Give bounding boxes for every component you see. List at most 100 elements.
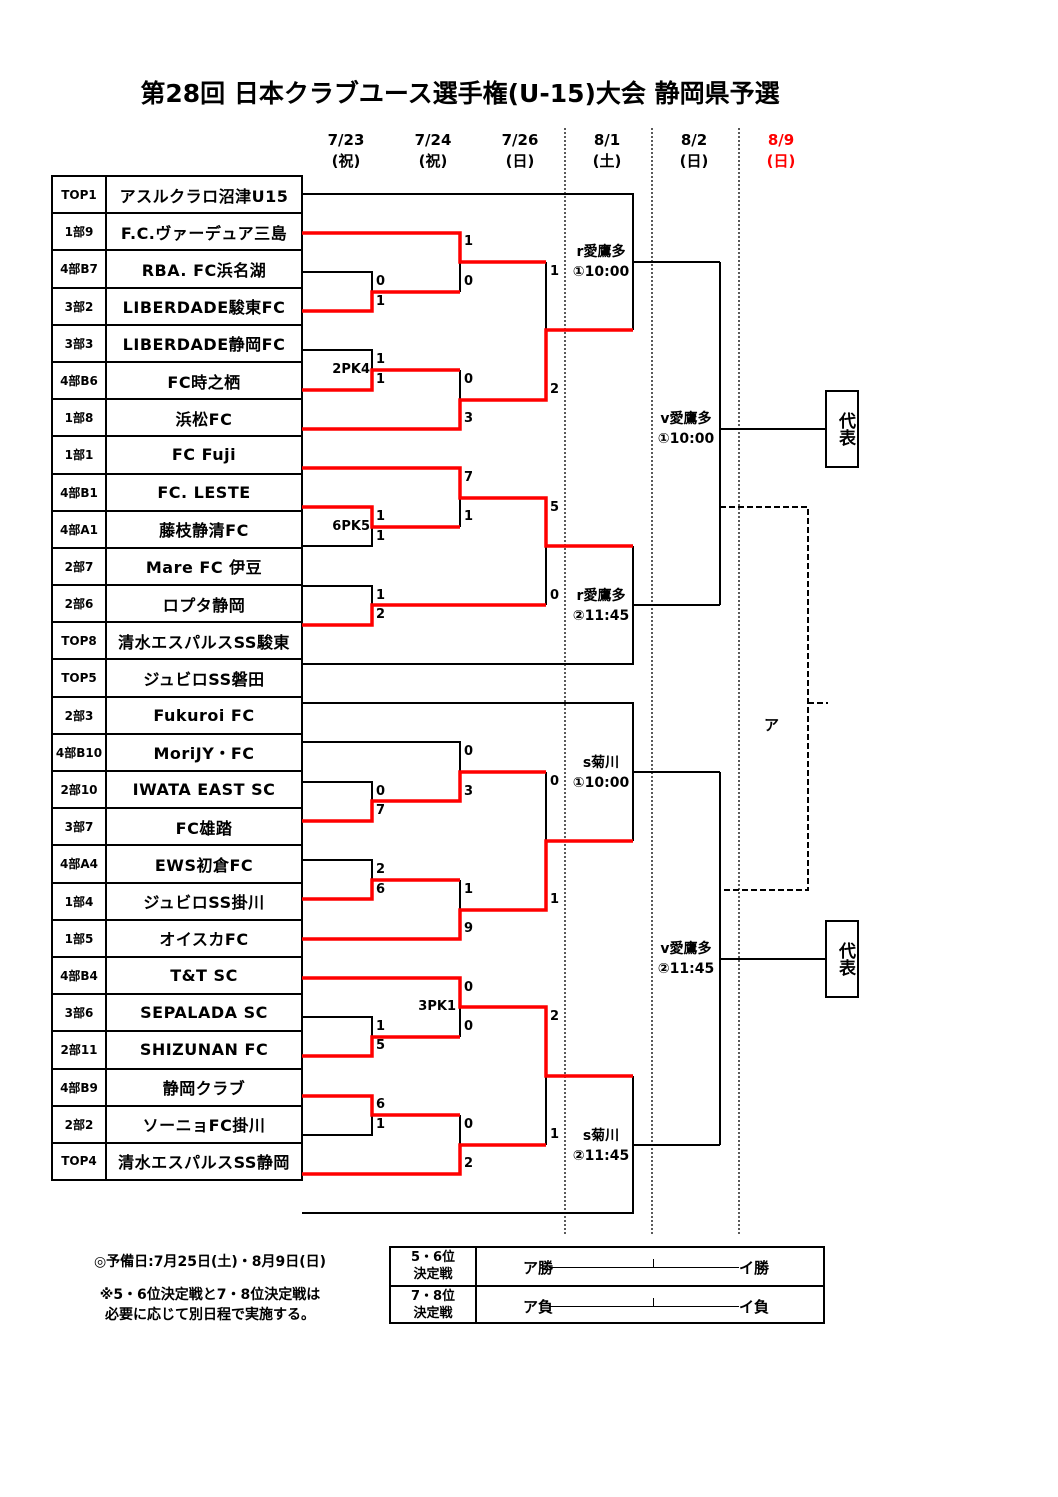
team-seed: 4部B6 — [51, 360, 107, 401]
kickoff-time: ①10:00 — [657, 431, 715, 447]
team-name: ロプタ静岡 — [105, 584, 303, 624]
match-score: 2 — [376, 862, 386, 877]
match-score: 6 — [376, 882, 386, 897]
date: 8/1 — [593, 131, 621, 149]
day: (日) — [679, 152, 709, 170]
pk-score: 2PK4 — [332, 362, 370, 377]
match-score: 0 — [464, 1019, 474, 1034]
page-title: 第28回 日本クラブユース選手権(U-15)大会 静岡県予選 — [140, 79, 780, 108]
team-seed: 2部3 — [51, 695, 107, 735]
team-seed: 4部B10 — [51, 732, 107, 773]
date: 7/23 — [327, 131, 365, 149]
kickoff-time: ①10:00 — [572, 775, 630, 791]
team-seed: TOP8 — [51, 621, 107, 661]
match-score: 0 — [376, 784, 386, 799]
team-seed: TOP4 — [51, 1141, 107, 1182]
team-name: ジュビロSS掛川 — [105, 881, 303, 921]
match-score: 3 — [464, 784, 474, 799]
match-score: 1 — [376, 352, 386, 367]
match-score: 2 — [550, 1009, 560, 1024]
match-score: 3 — [464, 411, 474, 426]
team-seed: 4部B9 — [51, 1067, 107, 1107]
team-name: T&T SC — [105, 955, 303, 996]
venue-name: s菊川 — [582, 1128, 620, 1144]
label-line: 5・6位 — [410, 1250, 456, 1265]
team-name: LIBERDADE静岡FC — [105, 323, 303, 363]
representative-label: 代表 — [835, 942, 855, 976]
day: (日) — [766, 152, 796, 170]
playoff-label: 5・6位決定戦 — [391, 1248, 477, 1285]
match-score: 1 — [376, 1019, 386, 1034]
match-score: 1 — [376, 588, 386, 603]
date: 7/24 — [414, 131, 452, 149]
team-name: 浜松FC — [105, 398, 303, 438]
match-score: 0 — [464, 744, 474, 759]
representative-box-2: 代表 — [825, 920, 859, 998]
match-score: 9 — [464, 921, 474, 936]
representative-label: 代表 — [835, 412, 855, 446]
team-name: RBA. FC浜名湖 — [105, 249, 303, 289]
team-seed: 1部5 — [51, 918, 107, 958]
match-score: 0 — [550, 588, 560, 603]
column-dividers — [564, 128, 740, 1236]
date: 8/9 — [767, 131, 795, 149]
team-seed: 3部7 — [51, 807, 107, 847]
team-name: 静岡クラブ — [105, 1067, 303, 1107]
match-score: 0 — [464, 980, 474, 995]
playoff-table: 5・6位決定戦 ア勝 イ勝 7・8位決定戦 ア負 イ負 — [389, 1246, 825, 1324]
team-seed: 4部B4 — [51, 955, 107, 996]
team-seed: 2部6 — [51, 584, 107, 624]
match-score: 0 — [464, 372, 474, 387]
team-seed: TOP5 — [51, 658, 107, 698]
team-seed: TOP1 — [51, 174, 107, 215]
match-score: 2 — [464, 1156, 474, 1171]
label-line: 決定戦 — [413, 1306, 453, 1321]
match-score: 1 — [376, 509, 386, 524]
team-name: ジュビロSS磐田 — [105, 658, 303, 698]
team-name: IWATA EAST SC — [105, 769, 303, 810]
team-name: 藤枝静清FC — [105, 509, 303, 549]
match-score: 7 — [464, 470, 474, 485]
match-score: 0 — [376, 274, 386, 289]
match-score: 1 — [464, 234, 474, 249]
kickoff-time: ②11:45 — [572, 608, 630, 624]
match-score: 1 — [550, 1127, 560, 1142]
team-seed: 1部8 — [51, 398, 107, 438]
match-score: 1 — [376, 372, 386, 387]
playoff-row-7-8: 7・8位決定戦 ア負 イ負 — [391, 1287, 823, 1324]
playoff-left: ア勝 — [523, 1259, 554, 1277]
team-name: Mare FC 伊豆 — [105, 546, 303, 587]
team-name: オイスカFC — [105, 918, 303, 958]
team-name: FC時之栖 — [105, 360, 303, 401]
team-name: アスルクラロ沼津U15 — [105, 174, 303, 215]
playoff-label: 7・8位決定戦 — [391, 1287, 477, 1324]
team-seed: 1部1 — [51, 435, 107, 475]
team-seed: 3部2 — [51, 286, 107, 326]
team-name: 清水エスパルスSS駿東 — [105, 621, 303, 661]
playoff-line — [549, 1306, 739, 1307]
team-seed: 1部9 — [51, 212, 107, 252]
match-score: 6 — [376, 1097, 386, 1112]
kickoff-time: ②11:45 — [657, 961, 715, 977]
bracket-dashed-lines — [720, 506, 828, 891]
team-seed: 2部7 — [51, 546, 107, 587]
